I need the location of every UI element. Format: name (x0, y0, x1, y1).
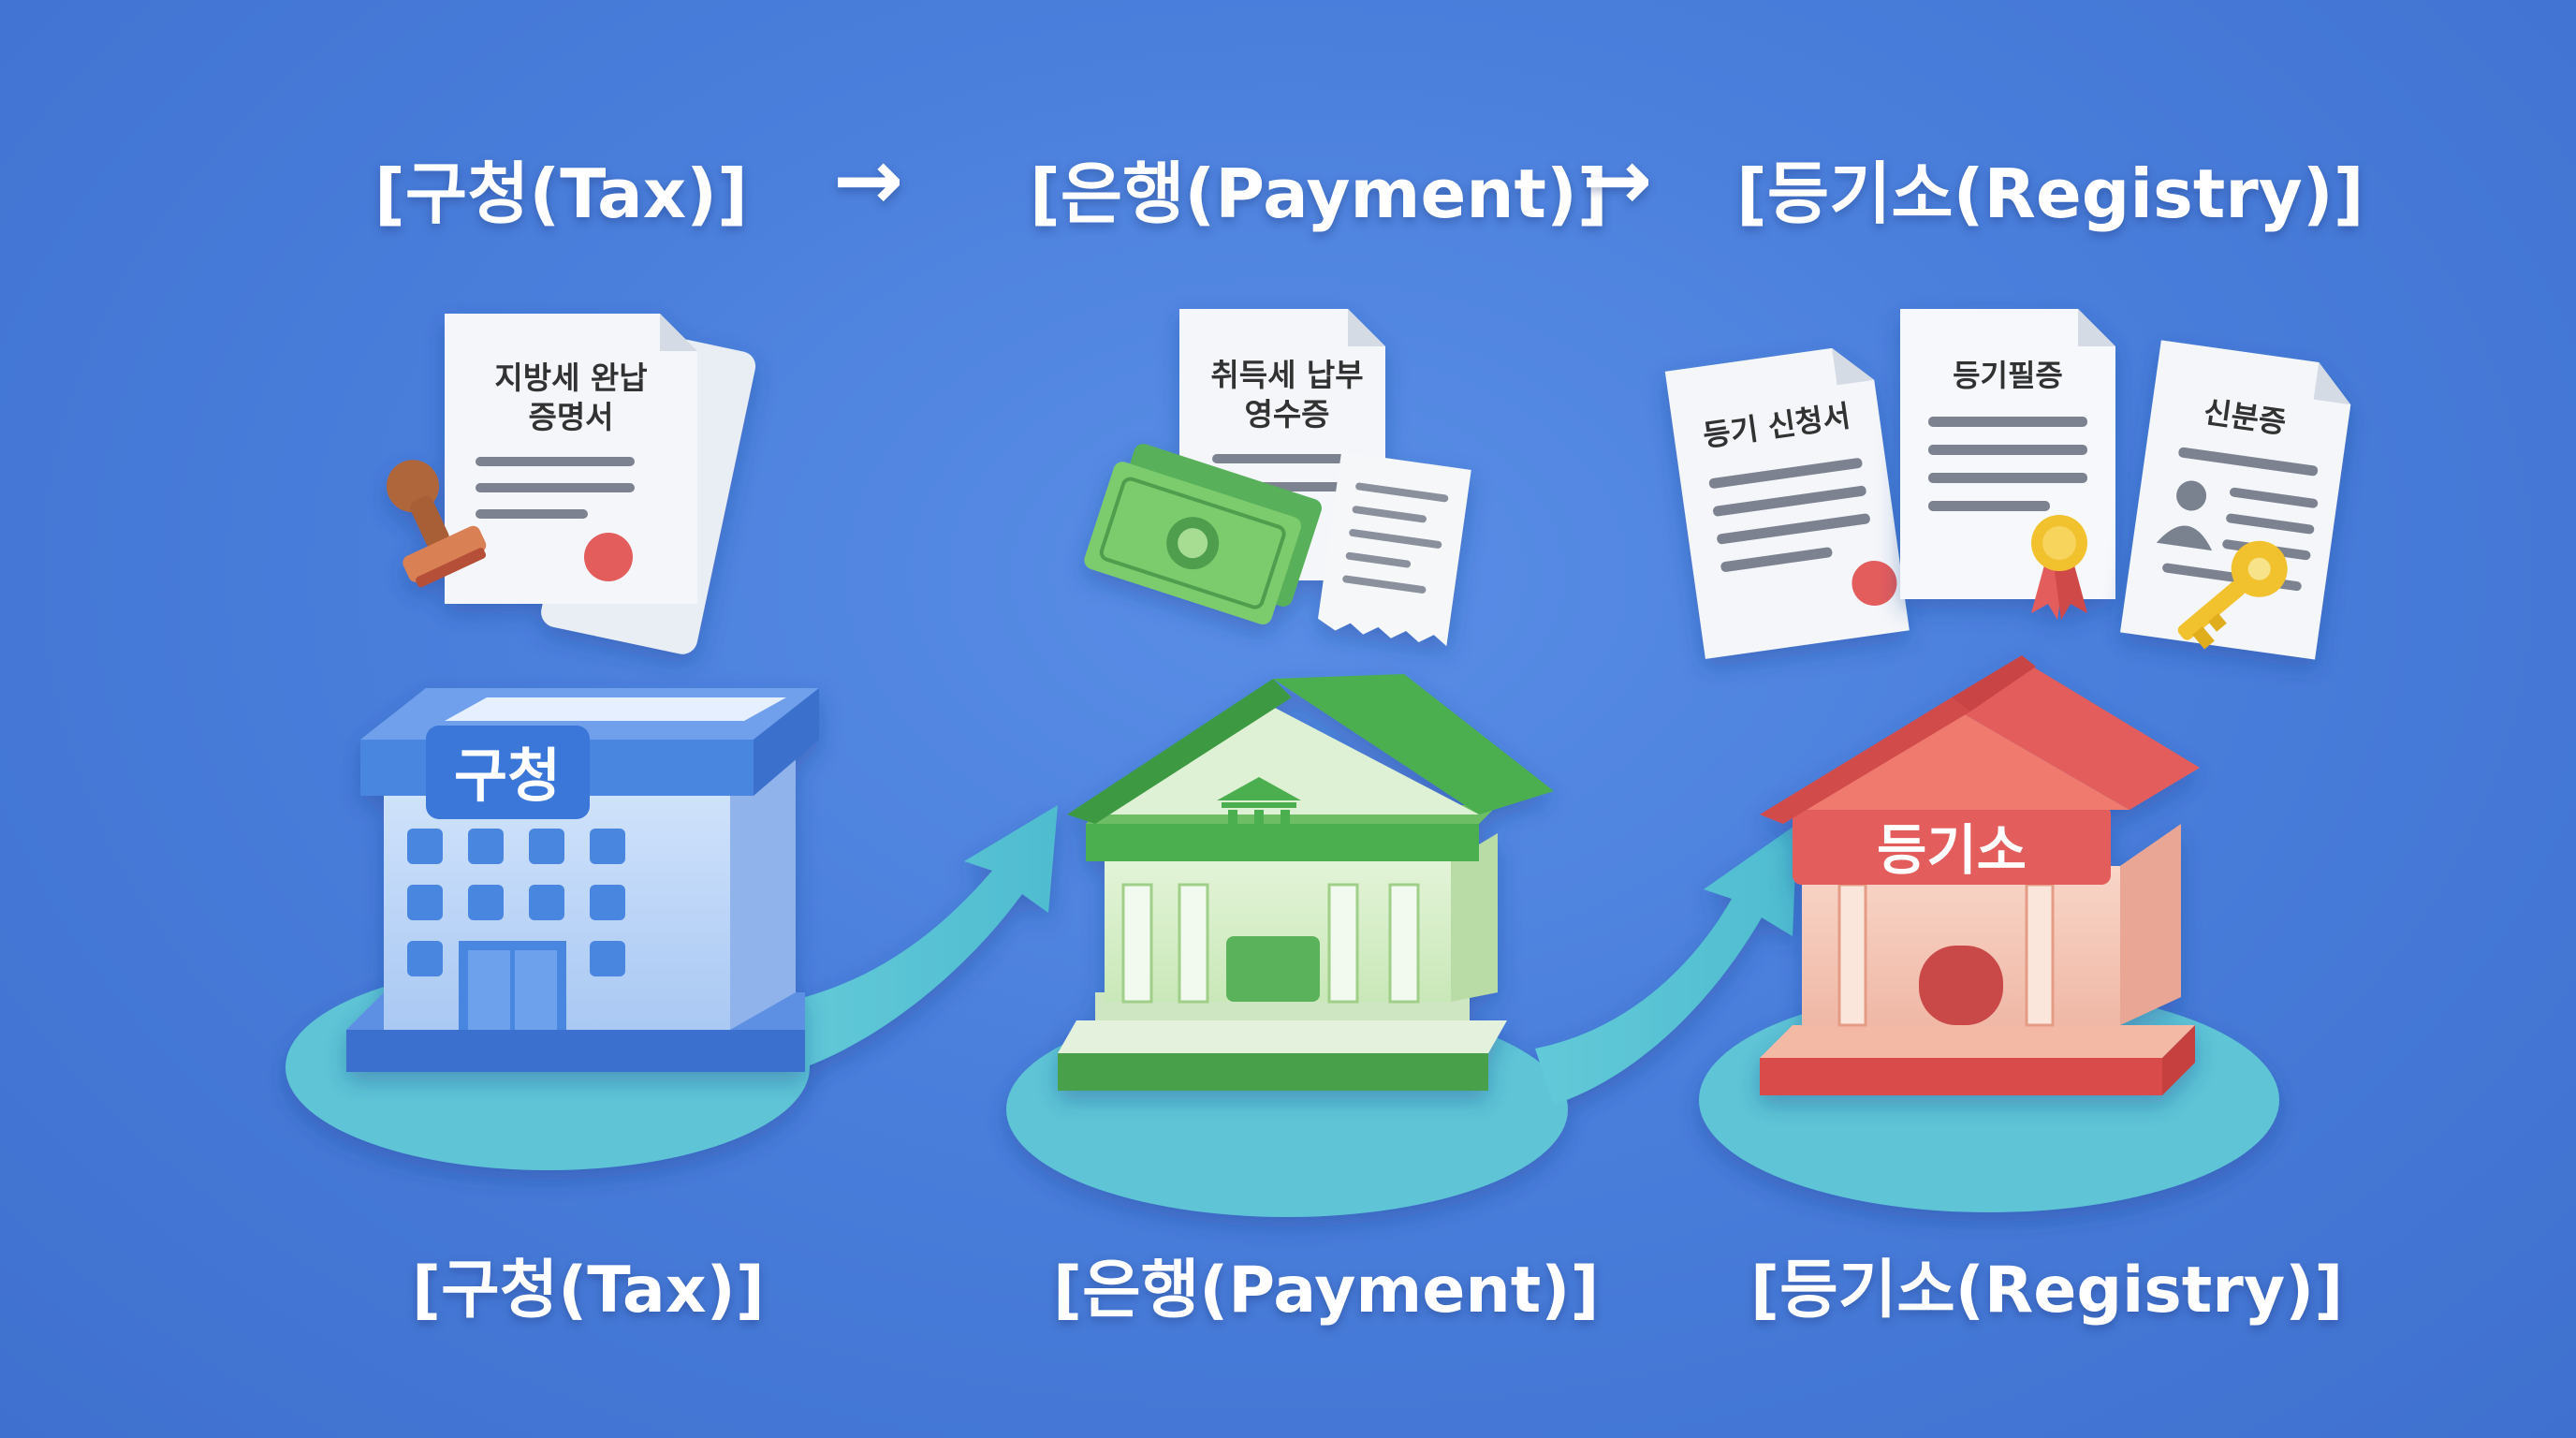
tax-doc-line-1: 지방세 완납 (494, 360, 647, 396)
registration-certificate-document: 등기필증 (1900, 309, 2115, 620)
top-step-title-registry: [등기소(Registry)] (1736, 154, 2364, 233)
acquisition-tax-receipt: 취득세 납부 영수증 (1084, 309, 1471, 647)
flow-arrow-1 (786, 805, 1058, 1067)
tax-certificate-document: 지방세 완납 증명서 (386, 314, 756, 654)
top-arrow-1: → (833, 131, 904, 229)
top-step-title-payment: [은행(Payment)] (1030, 154, 1608, 233)
receipt-icon (1318, 451, 1471, 647)
seal-ribbon-icon (2031, 515, 2087, 620)
bank-doc-line-1: 취득세 납부 (1210, 357, 1363, 393)
bank-building (1058, 674, 1554, 1091)
flow-arrow-2 (1535, 824, 1797, 1105)
tax-doc-line-2: 증명서 (528, 399, 613, 435)
bottom-step-title-payment: [은행(Payment)] (1053, 1254, 1600, 1328)
top-step-title-tax: [구청(Tax)] (374, 154, 748, 233)
registration-application-document: 등기 신청서 (1664, 347, 1910, 659)
id-card-document: 신분증 (2120, 340, 2351, 660)
top-arrow-2: → (1582, 131, 1653, 229)
bottom-step-title-registry: [등기소(Registry)] (1750, 1254, 2344, 1328)
key-icon (2177, 540, 2288, 650)
district-office-sign: 구청 (454, 741, 561, 810)
district-office-building: 구청 (346, 688, 819, 1072)
stamp-icon (386, 460, 487, 588)
registry-doc-2-line: 등기필증 (1953, 358, 2063, 393)
bank-doc-line-2: 영수증 (1244, 396, 1329, 433)
registry-building: 등기소 (1760, 655, 2200, 1095)
registry-sign: 등기소 (1877, 818, 2027, 882)
cash-icon (1084, 444, 1322, 625)
person-icon (2156, 480, 2213, 551)
bottom-step-title-tax: [구청(Tax)] (412, 1254, 765, 1328)
